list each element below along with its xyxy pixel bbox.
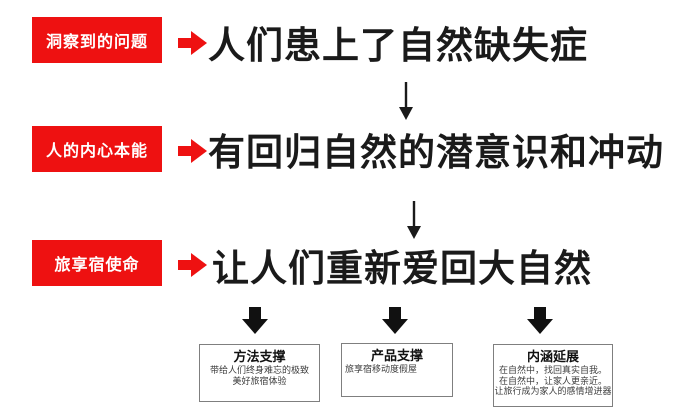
support-box-title: 产品支撑 bbox=[370, 348, 423, 363]
support-box-line: 旅享宿移动度假屋 bbox=[345, 364, 418, 374]
stage-label-box-instinct: 人的内心本能 bbox=[32, 126, 162, 172]
thick-down-arrow-head bbox=[382, 319, 408, 334]
statement-instinct: 有回归自然的潜意识和冲动 bbox=[208, 132, 664, 173]
support-box-line: 在自然中，让家人更亲近。 bbox=[498, 375, 607, 386]
support-box-title: 内涵延展 bbox=[526, 349, 579, 364]
thick-down-arrow-stem bbox=[249, 307, 261, 320]
thick-down-arrow-head bbox=[527, 319, 553, 334]
right-arrow-head bbox=[191, 253, 207, 277]
thick-down-arrow-stem bbox=[534, 307, 546, 320]
right-arrow-stem bbox=[178, 146, 192, 156]
support-box-line: 在自然中，找回真实自我。 bbox=[498, 365, 607, 375]
support-box-method: 方法支撑 带给人们终身难忘的极致 美好旅宿体验 bbox=[199, 344, 320, 402]
thick-down-arrow-icon bbox=[382, 307, 408, 334]
right-arrow-icon bbox=[178, 253, 208, 277]
thick-down-arrow-icon bbox=[242, 307, 268, 334]
support-box-meaning: 内涵延展 在自然中，找回真实自我。 在自然中，让家人更亲近。 让旅行成为家人的感… bbox=[493, 344, 613, 407]
stage-label-box-mission: 旅享宿使命 bbox=[32, 240, 162, 286]
down-arrow-icon bbox=[399, 82, 413, 120]
right-arrow-icon bbox=[178, 31, 208, 55]
support-box-line: 美好旅宿体验 bbox=[232, 375, 287, 386]
stage-label-instinct: 人的内心本能 bbox=[45, 143, 148, 160]
stage-label-box-problem: 洞察到的问题 bbox=[32, 17, 162, 63]
stage-label-mission: 旅享宿使命 bbox=[54, 257, 140, 274]
right-arrow-stem bbox=[178, 260, 192, 270]
thick-down-arrow-head bbox=[242, 319, 268, 334]
right-arrow-head bbox=[191, 139, 207, 163]
support-box-line: 让旅行成为家人的感情增进器 bbox=[494, 386, 612, 396]
statement-problem: 人们患上了自然缺失症 bbox=[208, 25, 588, 66]
stage-label-problem: 洞察到的问题 bbox=[45, 34, 148, 51]
thick-down-arrow-stem bbox=[389, 307, 401, 320]
right-arrow-head bbox=[191, 31, 207, 55]
down-arrow-icon bbox=[407, 201, 421, 239]
support-box-line: 带给人们终身难忘的极致 bbox=[209, 365, 309, 375]
support-box-title: 方法支撑 bbox=[233, 349, 286, 364]
right-arrow-stem bbox=[178, 38, 192, 48]
support-box-product: 产品支撑 旅享宿移动度假屋 bbox=[341, 343, 453, 397]
thick-down-arrow-icon bbox=[527, 307, 553, 334]
right-arrow-icon bbox=[178, 139, 208, 163]
statement-mission: 让人们重新爱回大自然 bbox=[212, 248, 592, 289]
